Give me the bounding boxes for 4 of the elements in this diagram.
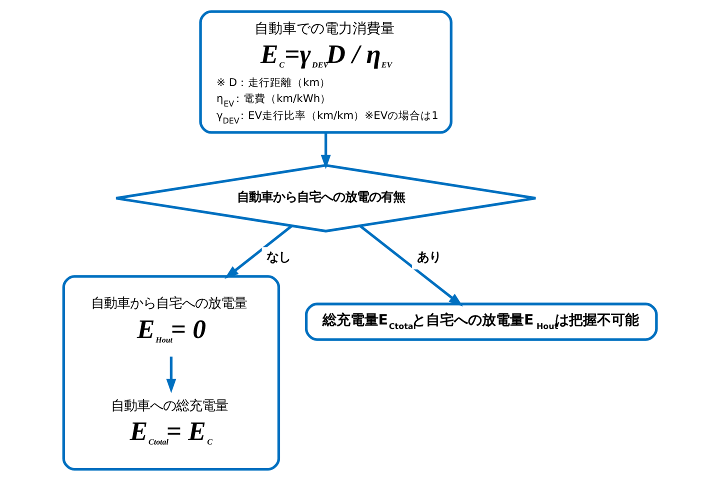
node-text: 自動車への総充電量 E$_{Ctotal}$= E$_{C}$ <box>110 398 228 446</box>
edge-label: なし <box>266 249 291 264</box>
node-text: 自動車から自宅への放電量 E$_{Hout}$= 0 <box>91 296 248 344</box>
edge-label: あり <box>416 249 441 264</box>
